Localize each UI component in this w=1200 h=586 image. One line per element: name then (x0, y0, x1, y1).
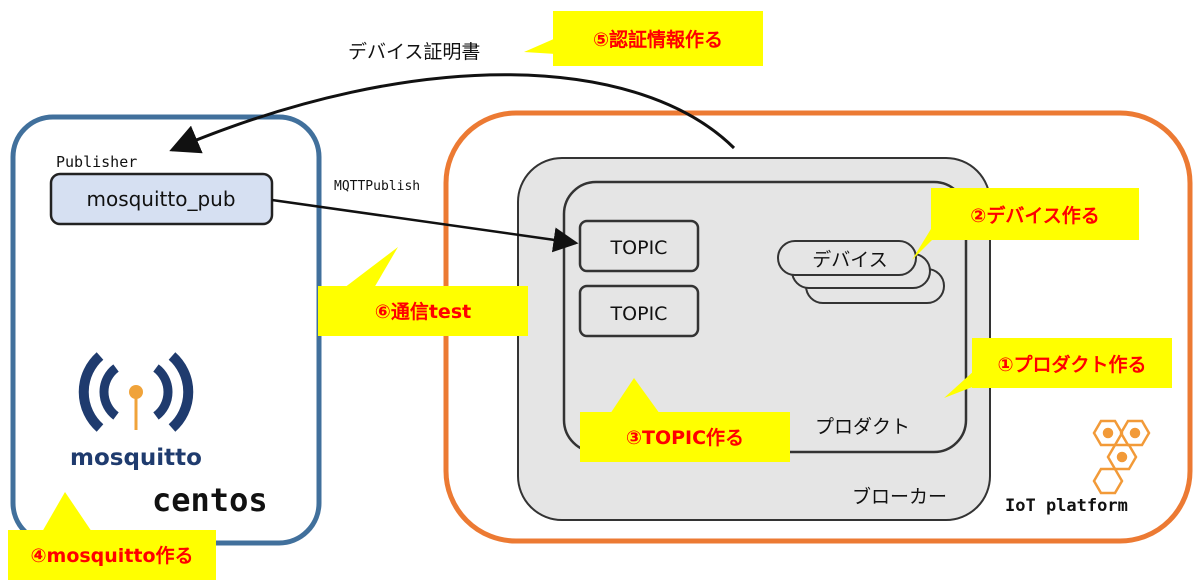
callout-step6: ⑥通信test (318, 247, 528, 336)
svg-text:④mosquitto作る: ④mosquitto作る (30, 544, 193, 567)
svg-text:⑤認証情報作る: ⑤認証情報作る (593, 28, 723, 51)
topic-label-1: TOPIC (610, 237, 668, 259)
topic-box-2 (578, 284, 700, 338)
callout-step2: ②デバイス作る (912, 188, 1139, 260)
broker-label: ブローカー (852, 485, 947, 508)
callout-step1: ①プロダクト作る (944, 338, 1172, 398)
svg-text:①プロダクト作る: ①プロダクト作る (997, 353, 1146, 376)
iot-platform-label: IoT platform (1005, 496, 1128, 516)
topic-box-1 (578, 219, 700, 273)
callout-step5: ⑤認証情報作る (524, 11, 763, 66)
svg-text:②デバイス作る: ②デバイス作る (970, 204, 1100, 227)
device-label: デバイス (812, 249, 887, 271)
topic-label-2: TOPIC (610, 303, 668, 325)
mqtt-publish-label: MQTTPublish (334, 179, 420, 194)
product-label: プロダクト (815, 416, 910, 438)
certificate-label: デバイス証明書 (348, 41, 480, 63)
certificate-arrow (169, 73, 736, 154)
svg-text:⑥通信test: ⑥通信test (375, 300, 471, 323)
svg-text:③TOPIC作る: ③TOPIC作る (626, 426, 744, 449)
mosquitto-logo-text: mosquitto (70, 445, 202, 471)
mosquitto-pub-label: mosquitto_pub (86, 187, 235, 211)
mosquitto-logo: mosquitto (70, 352, 202, 471)
mosquitto-pub-button[interactable] (49, 172, 274, 226)
publisher-label: Publisher (56, 153, 137, 171)
device-pill (777, 240, 917, 276)
callout-step3: ③TOPIC作る (580, 378, 790, 462)
centos-label: centos (152, 481, 268, 519)
mqtt-publish-arrow (271, 198, 579, 253)
callout-step4: ④mosquitto作る (8, 492, 216, 580)
iot-platform-icon (1092, 419, 1151, 495)
